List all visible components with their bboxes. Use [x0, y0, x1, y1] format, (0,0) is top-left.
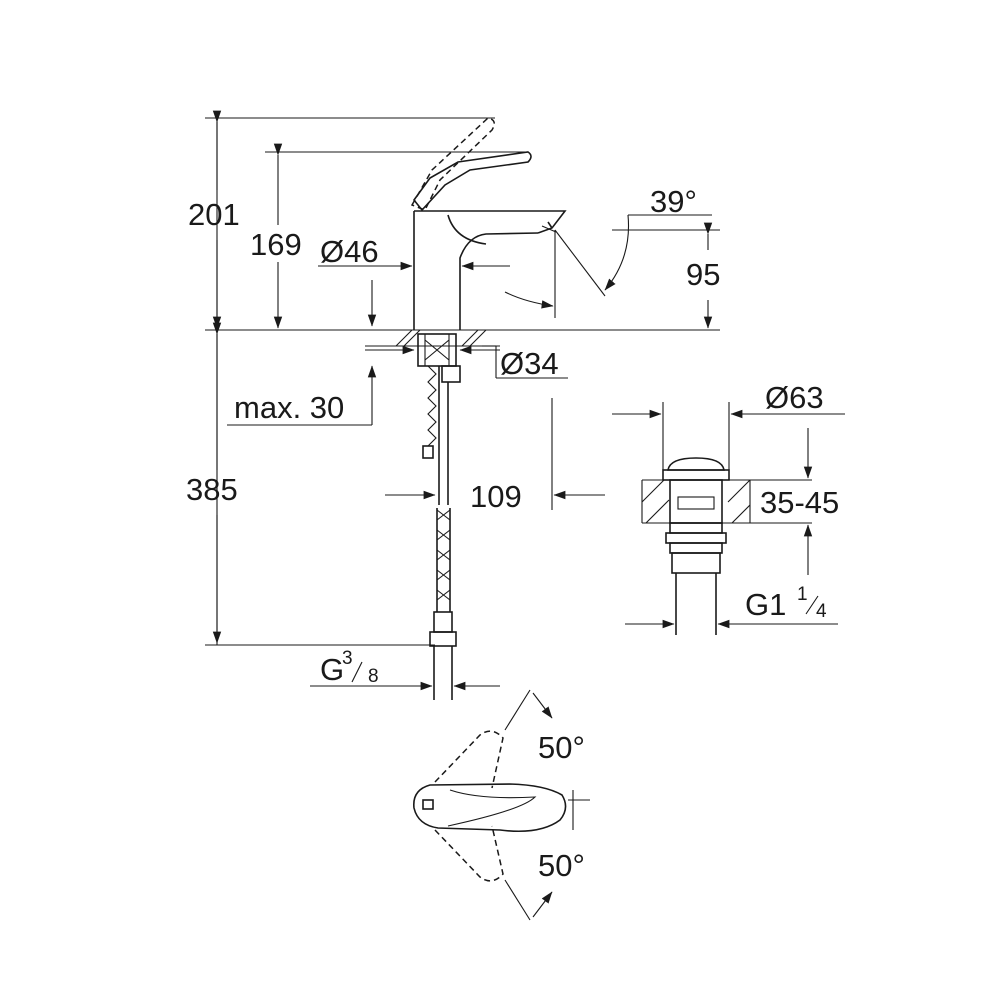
lever-raised-outline: [410, 117, 495, 211]
label-max-30: max. 30: [234, 390, 344, 425]
lever-left-dashed: [434, 730, 504, 789]
dimension-lines: [205, 110, 720, 691]
labels: 201 169 Ø46 39° 95 Ø34 max. 30 385 109 Ø…: [186, 184, 839, 883]
waste-dimension-lines: [612, 409, 845, 629]
label-rotation-left: 50°: [538, 730, 585, 765]
lever-right-dashed: [434, 825, 504, 882]
label-diameter-46: Ø46: [320, 234, 379, 269]
label-inlet-thread-num: 3: [342, 648, 353, 669]
pop-up-waste: [641, 402, 751, 635]
supply-hose: [436, 509, 451, 601]
label-109: 109: [470, 479, 522, 514]
label-169: 169: [250, 227, 302, 262]
faucet-side-view: [410, 117, 567, 330]
label-35-45: 35-45: [760, 485, 839, 520]
label-inlet-thread-den: 8: [368, 666, 379, 687]
label-diameter-63: Ø63: [765, 380, 824, 415]
label-rotation-right: 50°: [538, 848, 585, 883]
label-39-degrees: 39°: [650, 184, 697, 219]
countertop: [205, 329, 720, 347]
label-95: 95: [686, 257, 720, 292]
label-waste-thread-num: 1: [797, 584, 808, 605]
label-waste-thread: G1: [745, 587, 786, 622]
label-385: 385: [186, 472, 238, 507]
lever-outline: [412, 151, 532, 212]
label-201: 201: [188, 197, 240, 232]
faucet-body: [413, 211, 539, 330]
pull-rod-chain: [427, 365, 437, 447]
aerator-line: [541, 225, 557, 233]
label-diameter-34: Ø34: [500, 346, 559, 381]
spout-outline: [414, 210, 567, 245]
label-waste-thread-den: 4: [816, 601, 827, 622]
faucet-top-view: [413, 689, 590, 921]
lever-top-outline: [413, 783, 567, 833]
mounting-assembly: [417, 333, 461, 700]
label-inlet-thread: G: [320, 652, 344, 687]
